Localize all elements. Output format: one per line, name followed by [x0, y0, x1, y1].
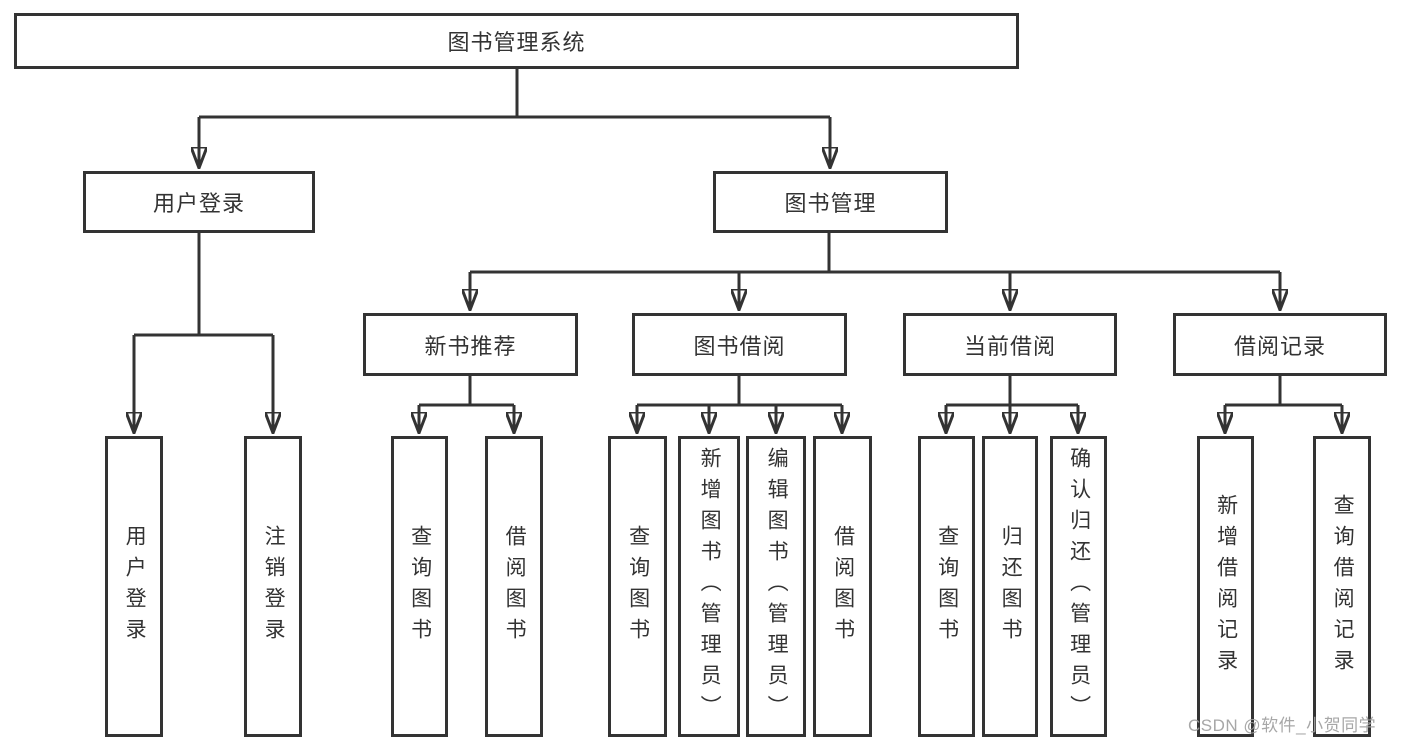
node-label: 查询图书	[408, 524, 432, 649]
edge-userlogin-trunk	[134, 233, 273, 337]
edge-cb-trunk	[946, 376, 1078, 407]
node-label: 查询图书	[935, 524, 959, 649]
node-label: 编辑图书（管理员）	[765, 447, 789, 726]
leaf-rec-borrow-books: 借阅图书	[485, 436, 543, 737]
node-label: 借阅图书	[503, 524, 527, 649]
leaf-bb-add-books-admin: 新增图书（管理员）	[678, 436, 740, 737]
node-label: 当前借阅	[963, 333, 1056, 359]
node-label: 归还图书	[999, 524, 1023, 649]
leaf-br-query-record: 查询借阅记录	[1313, 436, 1371, 737]
node-label: 新书推荐	[424, 333, 517, 359]
node-book-borrowing: 图书借阅	[632, 313, 847, 376]
node-label: 查询借阅记录	[1331, 493, 1355, 680]
node-label: 图书管理系统	[447, 30, 586, 55]
node-borrowing-records: 借阅记录	[1173, 313, 1387, 376]
leaf-bb-query-books: 查询图书	[608, 436, 667, 737]
leaf-user-login: 用户登录	[105, 436, 163, 737]
csdn-watermark: CSDN @软件_小贺同学	[1188, 716, 1377, 735]
leaf-cb-return-books: 归还图书	[982, 436, 1038, 737]
node-label: 新增借阅记录	[1214, 493, 1238, 680]
edge-rec-trunk	[419, 376, 514, 407]
leaf-br-add-record: 新增借阅记录	[1197, 436, 1254, 737]
node-label: 借阅图书	[831, 524, 855, 649]
leaf-cb-query-books: 查询图书	[918, 436, 975, 737]
node-label: 用户登录	[123, 524, 147, 649]
node-label: 图书借阅	[693, 333, 786, 359]
node-label: 用户登录	[152, 191, 245, 216]
node-user-login: 用户登录	[83, 171, 315, 233]
node-label: 确认归还（管理员）	[1067, 447, 1091, 726]
node-book-management: 图书管理	[713, 171, 948, 233]
edge-br-trunk	[1225, 376, 1342, 407]
leaf-bb-edit-books-admin: 编辑图书（管理员）	[746, 436, 806, 737]
node-current-borrowing: 当前借阅	[903, 313, 1117, 376]
leaf-bb-borrow-books: 借阅图书	[813, 436, 872, 737]
node-library-management-system: 图书管理系统	[14, 13, 1019, 69]
node-new-book-recommendation: 新书推荐	[363, 313, 578, 376]
node-label: 注销登录	[262, 524, 286, 649]
node-label: 图书管理	[784, 191, 877, 216]
node-label: 新增图书（管理员）	[698, 447, 722, 726]
node-label: 查询图书	[626, 524, 650, 649]
leaf-cb-confirm-return-admin: 确认归还（管理员）	[1050, 436, 1107, 737]
edge-bookmgmt-trunk	[470, 233, 1280, 274]
edge-root-trunk	[199, 69, 830, 119]
node-label: 借阅记录	[1233, 333, 1326, 359]
edge-bb-trunk	[637, 376, 842, 407]
leaf-logout-login: 注销登录	[244, 436, 302, 737]
leaf-rec-query-books: 查询图书	[391, 436, 448, 737]
